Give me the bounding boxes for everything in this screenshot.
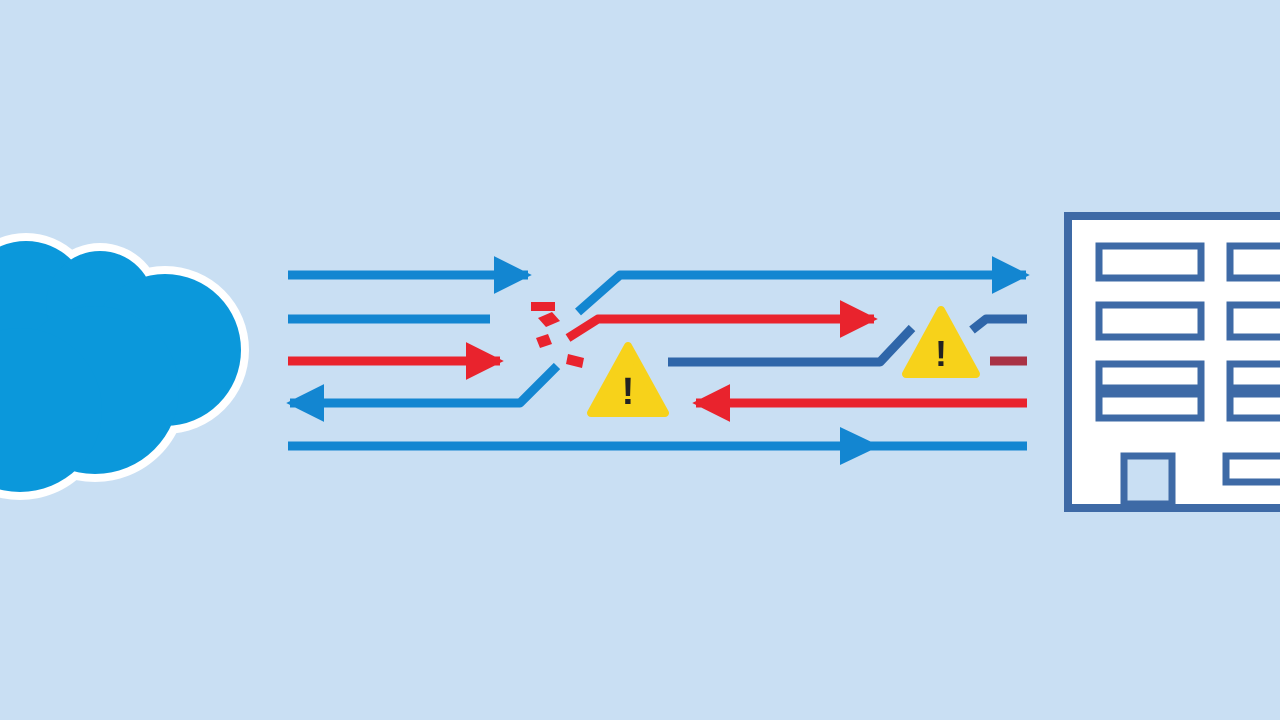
fragment [538, 312, 560, 327]
flow-6-arrowhead [840, 427, 880, 465]
window [1226, 390, 1280, 422]
fragment [536, 334, 552, 348]
window [1095, 242, 1205, 282]
flow-6 [288, 427, 1027, 465]
fragment [566, 354, 584, 368]
fragment [531, 302, 555, 311]
window [1226, 301, 1280, 341]
flow-3-reconnected-segment [565, 300, 878, 342]
flow-2-tail-segment [969, 314, 1027, 334]
warning-triangle-icon: ! [587, 342, 669, 417]
window [1222, 452, 1280, 486]
warning-symbol: ! [622, 371, 635, 413]
office-building-icon [1064, 212, 1280, 512]
broken-link-fragments [531, 302, 584, 368]
building-windows [1095, 242, 1280, 486]
window [1095, 360, 1205, 392]
flow-2 [288, 314, 1027, 367]
flow-4 [286, 362, 561, 422]
flow-3 [288, 300, 1027, 380]
flow-1 [288, 256, 1030, 316]
warning-symbol: ! [935, 333, 947, 374]
window [1095, 301, 1205, 341]
flow-2-end-segment [668, 324, 916, 367]
warning-triangle-icon: ! [902, 306, 980, 378]
window [1226, 360, 1280, 392]
data-flows [286, 256, 1030, 465]
flow-1-resumed-segment [575, 256, 1030, 316]
building-door [1120, 452, 1176, 508]
window [1095, 390, 1205, 422]
cloud-icon [0, 233, 249, 500]
window [1226, 242, 1280, 282]
